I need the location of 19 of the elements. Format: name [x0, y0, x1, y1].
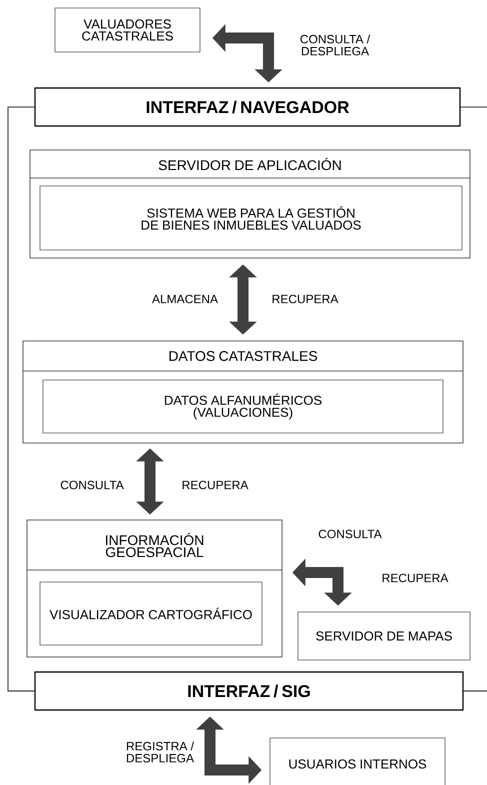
arrow-label: RECUPERA	[182, 480, 248, 490]
arrow-label: RECUPERA	[382, 574, 448, 582]
process-box: USUARIOS INTERNOS	[270, 738, 446, 785]
connector-line	[463, 690, 487, 692]
process-box: SERVIDOR DE MAPAS	[298, 612, 470, 660]
edge-label: CONSULTA	[60, 480, 124, 490]
connector-line	[8, 106, 35, 692]
process-box: VALUADORES CATASTRALES	[54, 8, 200, 52]
process-box: VISUALIZADOR CARTOGRÁFICO	[40, 582, 262, 646]
edge-label: CONSULTA / DESPLIEGA	[300, 34, 370, 56]
edge-label: ALMACENA	[152, 294, 218, 304]
interface-box: INTERFAZ / NAVEGADOR	[34, 87, 461, 127]
process-box: SISTEMA WEB PARA LA GESTIÓN DE BIENES INMUEBLES VALUADOS	[40, 186, 462, 250]
edge-label: CONSULTA	[318, 530, 382, 538]
connector-line	[460, 106, 487, 108]
process-box: DATOS ALFANUMÉRICOS (VALUACIONES)	[42, 380, 444, 434]
arrow-label: RECUPERA	[272, 294, 338, 304]
interface-box: INTERFAZ / SIG	[34, 671, 464, 711]
edge-label: REGISTRA / DESPLIEGA	[126, 742, 194, 762]
